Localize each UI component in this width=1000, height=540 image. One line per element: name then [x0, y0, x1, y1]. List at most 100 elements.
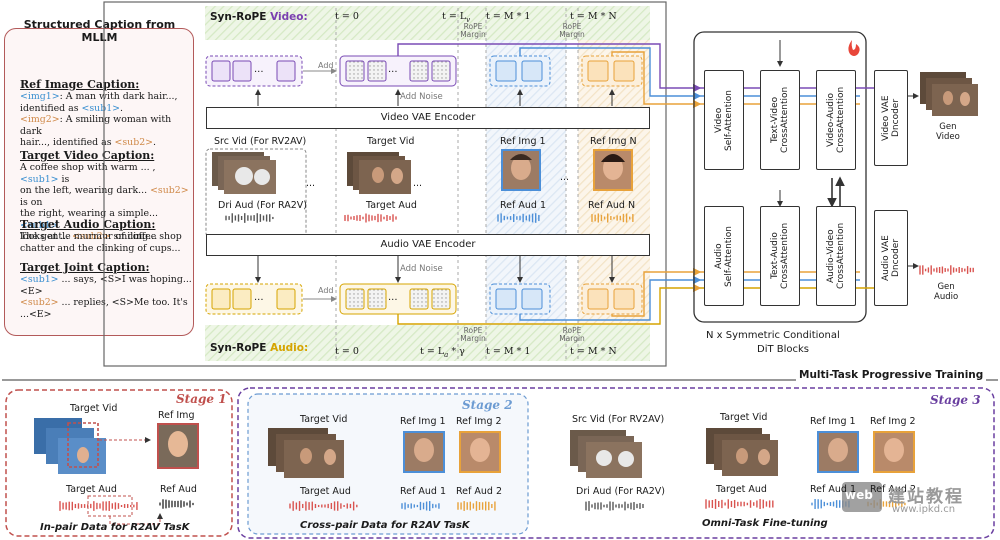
ref-aud-1-waveform	[497, 213, 540, 223]
t-mn-video: t = M * N	[570, 11, 617, 22]
caption-text: : A man with dark hair...,	[59, 91, 178, 102]
audio-vae-encoder: Audio VAE Encoder	[206, 234, 650, 256]
caption-text: is	[58, 173, 70, 185]
ellipsis: ...	[254, 64, 264, 75]
token-sub1: <sub1>	[81, 102, 121, 114]
caption-text: the right, wearing a simple...	[20, 208, 158, 219]
syn-rope-video-title: Syn-RoPE Video:	[210, 11, 308, 23]
aud-crop-arrow	[109, 513, 163, 525]
target-aud-waveform	[344, 213, 397, 223]
ellipsis: ...	[413, 178, 423, 189]
stage1-ref-aud-label: Ref Aud	[160, 484, 197, 495]
stage2-ref-img-2-label: Ref Img 2	[456, 416, 502, 427]
video-vae-encoder: Video VAE Encoder	[206, 107, 650, 129]
ref-img-n-label: Ref Img N	[590, 136, 637, 147]
token-sub1: <sub1>	[20, 274, 59, 285]
latent-token	[495, 60, 517, 82]
caption-text: ... says, <S>I was hoping...<E>	[20, 274, 192, 297]
face	[758, 449, 770, 465]
ellipsis: ...	[560, 172, 570, 183]
gen-audio-waveform	[919, 265, 974, 275]
watermark-cn-text: 建站教程	[888, 487, 964, 507]
stage1-ref-img-label: Ref Img	[158, 410, 195, 421]
target-vid-label: Target Vid	[367, 136, 415, 147]
title-part: Syn-RoPE	[210, 342, 271, 354]
rope-margin-label: RoPE Margin	[559, 22, 585, 39]
t-zero-video: t = 0	[335, 11, 359, 22]
latent-token	[587, 288, 609, 310]
ellipsis: ...	[388, 64, 398, 75]
target-vid-frame	[359, 160, 411, 194]
caption-text: looks at ...	[20, 231, 73, 242]
caption-text: A coffee shop with warm ... ,	[20, 162, 156, 173]
t-lv-sub: v	[466, 15, 471, 24]
stage3-ref-aud-1-label: Ref Aud 1	[810, 484, 856, 495]
video-audio-cross-attention-block: Video-Audio CrossAttention	[816, 70, 856, 170]
target-video-caption: Target Video Caption: A coffee shop with…	[20, 149, 192, 243]
latent-token	[276, 60, 296, 82]
latent-token	[613, 60, 635, 82]
t-la: t = La * γ	[420, 346, 465, 359]
face	[391, 168, 403, 184]
face	[511, 156, 531, 180]
face	[884, 438, 904, 462]
caption-text: chatter and the clinking of cups...	[20, 242, 181, 254]
watermark-logo: web	[845, 488, 873, 502]
caption-text: : A smiling woman with dark	[20, 114, 172, 137]
stage1-target-vid-label: Target Vid	[70, 403, 118, 414]
stage3-ref-aud-2-label: Ref Aud 2	[870, 484, 916, 495]
video-flow-line	[397, 43, 702, 93]
stage1-target-aud-label: Target Aud	[66, 484, 117, 495]
ref-img-1-label: Ref Img 1	[500, 136, 546, 147]
stage3-src-vid-label: Src Vid (For RV2AV)	[572, 414, 665, 425]
t-m1-audio: t = M * 1	[486, 346, 531, 357]
latent-token	[276, 288, 296, 310]
gen-audio-label: Gen Audio	[934, 282, 959, 302]
hair	[510, 154, 532, 160]
t-lv: t = Lv	[442, 11, 470, 24]
caption-text: The gentle murmur of coffee shop	[20, 231, 182, 242]
training-title: Multi-Task Progressive Training	[796, 369, 987, 381]
ref-image-caption: Ref Image Caption: <img1>: A man with da…	[20, 78, 192, 149]
token-img1: <img1>	[20, 91, 60, 102]
stage2-target-vid-label: Target Vid	[300, 414, 348, 425]
outer-frame	[103, 1, 667, 367]
ref-aud-n-label: Ref Aud N	[588, 200, 636, 211]
face	[943, 91, 953, 105]
ellipsis: ...	[254, 292, 264, 303]
token-sub2: <sub2>	[114, 137, 154, 148]
masked-face	[618, 451, 634, 467]
target-aud-label: Target Aud	[366, 200, 417, 211]
noisy-latent-token	[345, 288, 365, 310]
watermark-logo-box	[842, 482, 882, 512]
token-sub2: <sub2>	[150, 185, 189, 196]
face	[77, 447, 89, 463]
hair	[601, 154, 625, 162]
face	[828, 438, 848, 462]
caption-text: smiling...	[110, 231, 158, 242]
stage3-ref-img-2-label: Ref Img 2	[870, 416, 916, 427]
caption-text: on the left, wearing dark...	[20, 185, 151, 196]
latent-token	[587, 60, 609, 82]
video-vae-decoder-block: Video VAE Dncoder	[874, 70, 908, 166]
add-label-video: Add	[318, 61, 334, 70]
refn-flow-line	[611, 51, 702, 109]
stage2-label: Stage 2	[462, 398, 513, 412]
masked-face	[254, 169, 270, 185]
stage3-dri-aud-waveform	[585, 501, 644, 511]
stage3-label: Stage 3	[930, 393, 981, 407]
face	[736, 448, 748, 464]
ref-aud-n-waveform	[591, 213, 634, 223]
rope-margin-label: RoPE Margin	[460, 22, 486, 39]
caption-text: .	[120, 102, 124, 114]
stage2-ref-img-1-label: Ref Img 1	[400, 416, 446, 427]
audio-self-attention-block: Audio Self-Attention	[704, 206, 744, 306]
latent-token	[211, 60, 231, 82]
ref-aud-1-label: Ref Aud 1	[500, 200, 546, 211]
target-video-caption-heading: Target Video Caption:	[20, 149, 155, 162]
stage1-ref-aud-waveform	[159, 499, 194, 509]
face	[372, 167, 384, 183]
caption-text: ... replies, <S>Me too. It's ...<E>	[20, 297, 188, 320]
rope-margin-label: RoPE Margin	[460, 326, 486, 343]
t-zero-audio: t = 0	[335, 346, 359, 357]
